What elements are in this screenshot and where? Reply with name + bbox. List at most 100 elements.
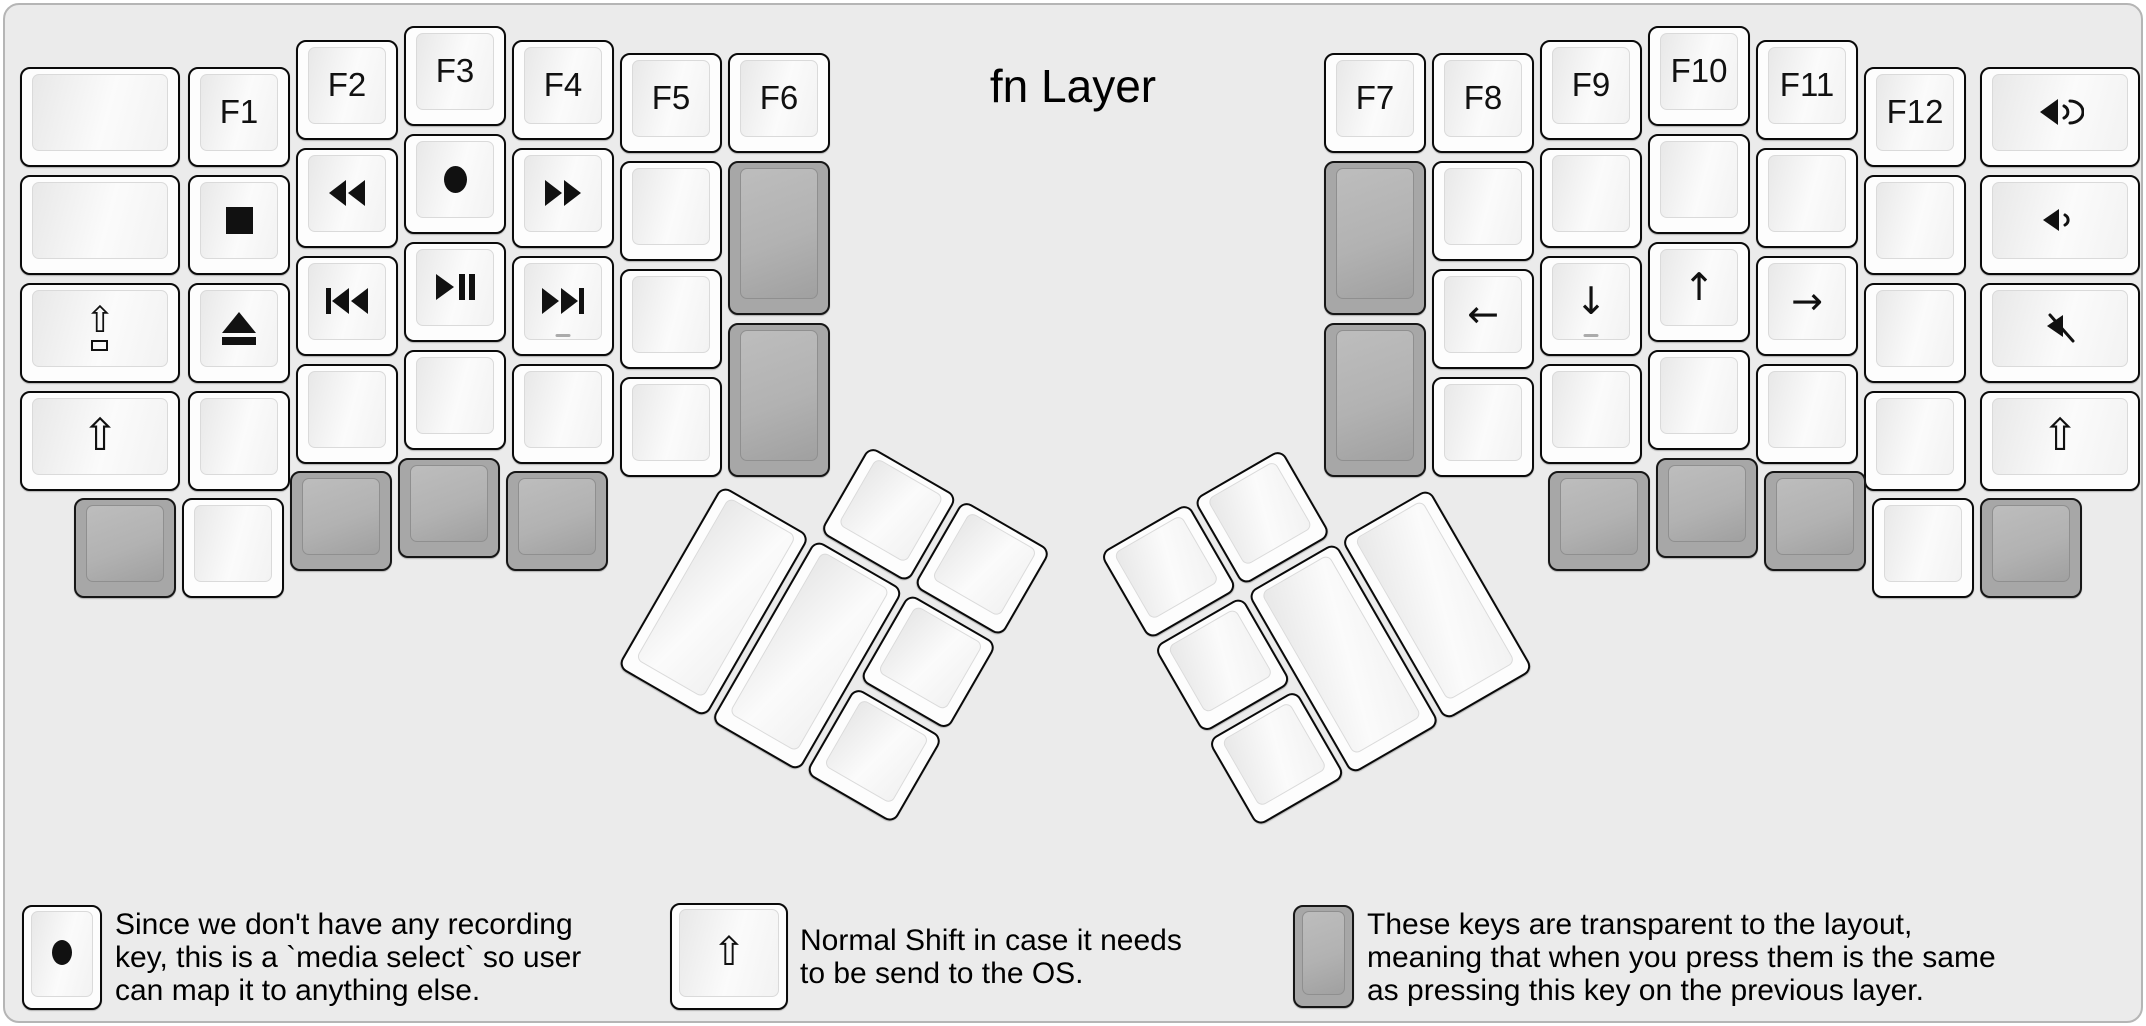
key-f1[interactable]: F1 — [188, 67, 290, 167]
keycap-surface — [1167, 608, 1274, 714]
keycap-surface — [308, 371, 386, 448]
key-blank[interactable] — [1756, 148, 1858, 248]
key-f2[interactable]: F2 — [296, 40, 398, 140]
key-blank[interactable] — [1864, 391, 1966, 491]
key-blank[interactable] — [188, 391, 290, 491]
key-label: F4 — [543, 66, 583, 103]
key-f4[interactable]: F4 — [512, 40, 614, 140]
keycap-surface — [823, 698, 930, 805]
key-mute[interactable] — [1980, 283, 2140, 383]
key-shift-left[interactable]: ⇧ — [20, 391, 180, 491]
key-transparent[interactable] — [728, 161, 830, 315]
keycap-surface — [1444, 276, 1522, 353]
arrow-left-icon: ← — [1467, 292, 1499, 336]
key-label: F5 — [651, 79, 691, 116]
key-blank[interactable] — [404, 350, 506, 450]
key-transparent[interactable] — [1324, 161, 1426, 315]
key-caps-lock[interactable]: ⇧ — [20, 283, 180, 383]
key-transparent[interactable] — [290, 471, 392, 571]
legend-transparent-key — [1293, 905, 1354, 1008]
rewind-icon — [329, 180, 365, 206]
key-stop[interactable] — [188, 175, 290, 275]
key-arrow-down[interactable]: ↓ — [1540, 256, 1642, 356]
key-blank[interactable] — [1432, 161, 1534, 261]
key-f6[interactable]: F6 — [728, 53, 830, 153]
key-blank[interactable] — [512, 364, 614, 464]
key-f9[interactable]: F9 — [1540, 40, 1642, 140]
keycap-surface — [1876, 74, 1954, 151]
key-shift-right[interactable]: ⇧ — [1980, 391, 2140, 491]
keycap-surface — [1444, 384, 1522, 461]
key-transparent[interactable] — [506, 471, 608, 571]
key-blank[interactable] — [620, 269, 722, 369]
play-pause-icon — [436, 274, 475, 300]
keycap-surface — [524, 47, 602, 124]
keycap-surface — [1660, 141, 1738, 218]
keycap-surface — [1660, 357, 1738, 434]
key-fast-forward[interactable] — [512, 148, 614, 248]
keycap-surface — [1992, 505, 2070, 582]
key-eject[interactable] — [188, 283, 290, 383]
key-transparent[interactable] — [728, 323, 830, 477]
key-blank[interactable] — [1872, 498, 1974, 598]
keycap-surface — [1444, 168, 1522, 245]
eject-icon — [222, 336, 256, 345]
key-blank[interactable] — [1756, 364, 1858, 464]
legend-record-key — [22, 905, 102, 1010]
key-label: F2 — [327, 66, 367, 103]
homing-bar — [1583, 334, 1599, 337]
keycap-surface — [1660, 33, 1738, 110]
keycap-surface — [200, 74, 278, 151]
shift-caps-icon: ⇧ — [85, 303, 115, 351]
keycap-surface — [1221, 701, 1328, 808]
key-f8[interactable]: F8 — [1432, 53, 1534, 153]
key-f12[interactable]: F12 — [1864, 67, 1966, 167]
key-blank[interactable] — [20, 67, 180, 167]
key-blank[interactable] — [1540, 364, 1642, 464]
key-blank[interactable] — [296, 364, 398, 464]
key-volume-up[interactable] — [1980, 67, 2140, 167]
key-transparent[interactable] — [1980, 498, 2082, 598]
keycap-surface — [86, 505, 164, 582]
key-label: F12 — [1886, 93, 1944, 130]
key-volume-down[interactable] — [1980, 175, 2140, 275]
key-transparent[interactable] — [1656, 458, 1758, 558]
key-f5[interactable]: F5 — [620, 53, 722, 153]
key-f10[interactable]: F10 — [1648, 26, 1750, 126]
keycap-surface — [1113, 514, 1220, 621]
key-transparent[interactable] — [398, 458, 500, 558]
key-blank[interactable] — [1540, 148, 1642, 248]
key-arrow-left[interactable]: ← — [1432, 269, 1534, 369]
keycap-surface — [524, 371, 602, 448]
key-blank[interactable] — [620, 377, 722, 477]
key-blank[interactable] — [1648, 134, 1750, 234]
key-blank[interactable] — [182, 498, 284, 598]
key-blank[interactable] — [1864, 175, 1966, 275]
key-play-pause[interactable] — [404, 242, 506, 342]
key-arrow-up[interactable]: ↑ — [1648, 242, 1750, 342]
key-f7[interactable]: F7 — [1324, 53, 1426, 153]
key-arrow-right[interactable]: → — [1756, 256, 1858, 356]
keycap-surface — [1302, 911, 1345, 995]
key-prev-track[interactable] — [296, 256, 398, 356]
key-blank[interactable] — [620, 161, 722, 261]
fast-forward-icon — [545, 180, 581, 206]
key-blank[interactable] — [1864, 283, 1966, 383]
key-transparent[interactable] — [1324, 323, 1426, 477]
key-transparent[interactable] — [1764, 471, 1866, 571]
key-record[interactable] — [404, 134, 506, 234]
legend-line: meaning that when you press them is the … — [1367, 941, 1996, 974]
key-blank[interactable] — [1432, 377, 1534, 477]
key-transparent[interactable] — [1548, 471, 1650, 571]
key-blank[interactable] — [1648, 350, 1750, 450]
arrow-down-icon: ↓ — [1575, 279, 1607, 323]
key-f11[interactable]: F11 — [1756, 40, 1858, 140]
key-next-track[interactable] — [512, 256, 614, 356]
next-track-icon — [542, 288, 584, 314]
key-rewind[interactable] — [296, 148, 398, 248]
key-transparent[interactable] — [74, 498, 176, 598]
key-blank[interactable] — [20, 175, 180, 275]
key-f3[interactable]: F3 — [404, 26, 506, 126]
keycap-surface — [1776, 478, 1854, 555]
keycap-surface — [1768, 47, 1846, 124]
